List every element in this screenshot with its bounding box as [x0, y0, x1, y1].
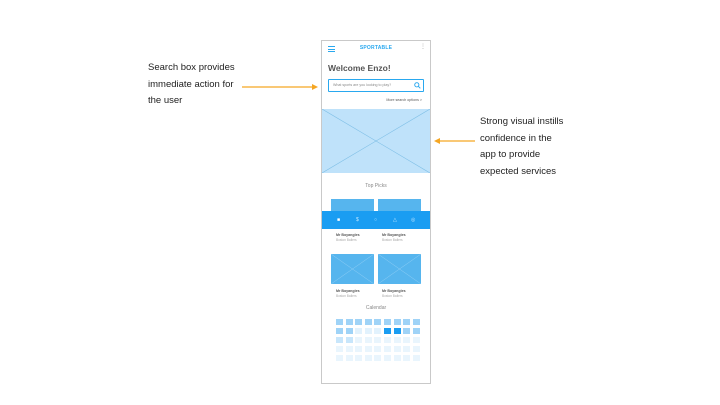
calendar-day-cell[interactable] [384, 355, 391, 361]
calendar-day-cell[interactable] [345, 337, 353, 343]
calendar-day-cell[interactable] [412, 355, 420, 361]
card-subtitle: Boston Ballers [382, 294, 403, 298]
calendar-day-cell[interactable] [412, 337, 420, 343]
calendar-day-cell[interactable] [374, 355, 382, 361]
calendar-day-cell[interactable] [364, 319, 372, 325]
card-subtitle: Boston Ballers [382, 238, 403, 242]
tab-user-icon[interactable]: △ [393, 217, 397, 223]
annotation-line: app to provide [480, 149, 541, 160]
tab-home-icon[interactable]: ■ [337, 217, 341, 223]
calendar-day-cell[interactable] [403, 319, 411, 325]
card-title: Mr Boyangles [336, 233, 360, 237]
calendar-day-cell[interactable] [374, 346, 382, 352]
annotation-line: Search box provides [148, 62, 235, 73]
pick-card-image[interactable] [378, 254, 421, 284]
calendar-day-cell[interactable] [345, 319, 353, 325]
card-subtitle: Boston Ballers [336, 294, 357, 298]
calendar-day-cell[interactable] [355, 328, 363, 334]
search-icon[interactable] [414, 81, 421, 89]
tab-settings-icon[interactable]: ◎ [411, 217, 416, 223]
calendar-day-cell[interactable] [345, 328, 353, 334]
annotation-arrow-right [242, 84, 318, 90]
calendar-day-cell[interactable] [412, 346, 420, 352]
calendar-day-cell[interactable] [336, 328, 343, 334]
tab-dollar-icon[interactable]: $ [356, 217, 359, 223]
calendar-label: Calendar [365, 305, 387, 311]
calendar-day-cell[interactable] [374, 319, 382, 325]
calendar-day-cell[interactable] [364, 346, 372, 352]
annotation-search: Search box provides immediate action for… [148, 60, 268, 110]
card-title: Mr Boyangles [336, 289, 360, 293]
calendar-day-cell[interactable] [393, 346, 401, 352]
pick-card-image[interactable] [331, 254, 374, 284]
search-input[interactable]: What sports are you looking to play? [328, 79, 424, 92]
annotation-line: confidence in the [480, 132, 552, 144]
calendar-day-cell[interactable] [345, 346, 353, 352]
calendar-day-cell[interactable] [403, 355, 411, 361]
calendar-day-cell[interactable] [355, 355, 363, 361]
welcome-heading: Welcome Enzo! [328, 63, 391, 73]
tab-search-icon[interactable]: ○ [374, 217, 378, 223]
calendar-day-cell[interactable] [336, 346, 343, 352]
annotation-arrow-left [434, 138, 475, 144]
pick-card-image[interactable] [378, 199, 421, 211]
annotation-visual: Strong visual instills confidence in the… [480, 114, 600, 180]
hamburger-menu-icon[interactable] [328, 46, 335, 54]
search-placeholder: What sports are you looking to play? [333, 82, 392, 87]
annotation-line: immediate action for [148, 78, 234, 90]
calendar-day-cell[interactable] [384, 328, 391, 334]
card-title: Mr Boyangles [382, 289, 406, 293]
app-bar: SPORTABLE ⋮ [322, 41, 430, 57]
more-search-options-link[interactable]: More search options > [386, 98, 422, 102]
annotation-line: Strong visual instills [480, 116, 564, 127]
card-title: Mr Boyangles [382, 233, 406, 237]
image-placeholder-cross [331, 254, 374, 284]
hero-placeholder-cross [322, 108, 430, 174]
calendar-day-cell[interactable] [403, 346, 411, 352]
calendar-day-cell[interactable] [393, 319, 401, 325]
calendar-day-cell[interactable] [393, 337, 401, 343]
phone-wireframe: SPORTABLE ⋮ Welcome Enzo! What sports ar… [321, 40, 431, 384]
app-title: SPORTABLE [359, 45, 393, 51]
calendar-day-cell[interactable] [384, 337, 391, 343]
calendar-day-cell[interactable] [403, 337, 411, 343]
pick-card-image[interactable] [331, 199, 374, 211]
calendar-day-cell[interactable] [384, 319, 391, 325]
calendar-day-cell[interactable] [393, 355, 401, 361]
calendar-day-cell[interactable] [364, 355, 372, 361]
calendar-day-cell[interactable] [403, 328, 411, 334]
bottom-tab-bar: ■ $ ○ △ ◎ [322, 211, 430, 229]
calendar-day-cell[interactable] [364, 328, 372, 334]
more-vertical-icon[interactable]: ⋮ [420, 44, 426, 50]
image-placeholder-cross [378, 254, 421, 284]
calendar-day-cell[interactable] [374, 337, 382, 343]
annotation-line: expected services [480, 165, 557, 177]
card-subtitle: Boston Ballers [336, 238, 357, 242]
calendar-day-cell[interactable] [384, 346, 391, 352]
calendar-day-cell[interactable] [364, 337, 372, 343]
calendar-day-cell[interactable] [393, 328, 401, 334]
calendar-day-cell[interactable] [336, 319, 343, 325]
top-picks-label: Top Picks [365, 183, 387, 189]
annotation-line: the user [148, 95, 183, 106]
calendar-day-cell[interactable] [412, 328, 420, 334]
calendar-day-cell[interactable] [355, 319, 363, 325]
calendar-day-cell[interactable] [355, 337, 363, 343]
calendar-day-cell[interactable] [412, 319, 420, 325]
calendar-day-cell[interactable] [355, 346, 363, 352]
calendar-day-cell[interactable] [336, 355, 343, 361]
calendar-day-cell[interactable] [345, 355, 353, 361]
calendar-day-cell[interactable] [336, 337, 343, 343]
calendar-day-cell[interactable] [374, 328, 382, 334]
hero-image-placeholder [322, 108, 430, 174]
